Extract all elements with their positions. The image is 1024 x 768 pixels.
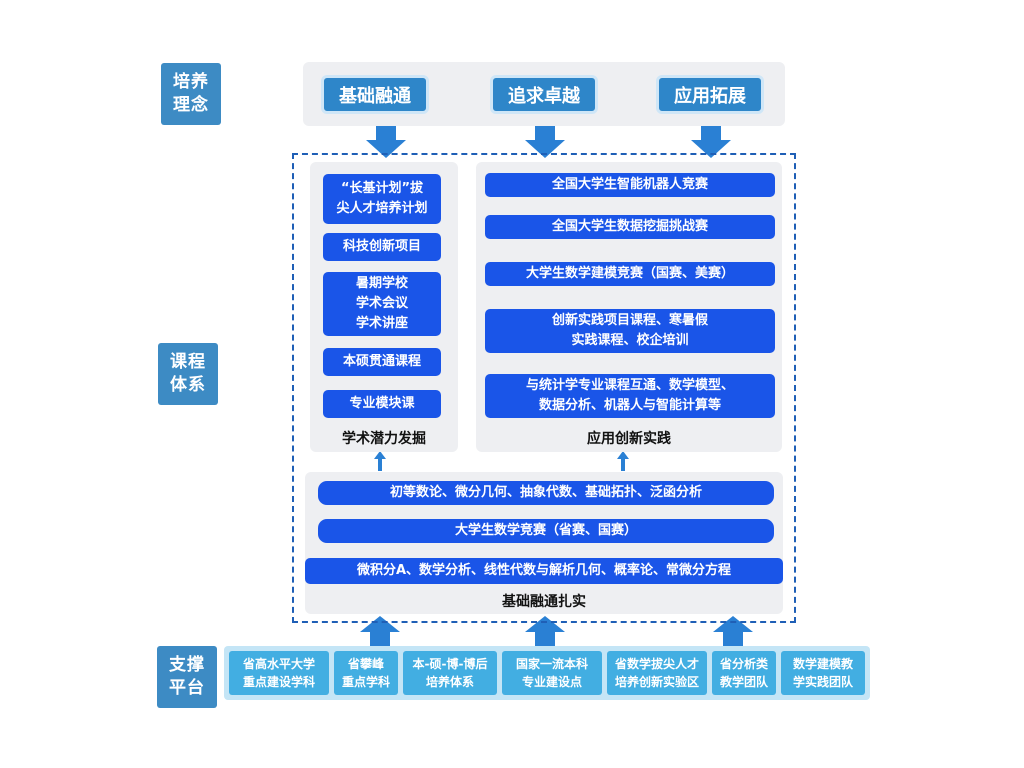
category-support: 支撑 平台: [157, 646, 217, 708]
philosophy-item-foundation: 基础融通: [321, 75, 429, 114]
foundation-caption: 基础融通扎实: [502, 594, 586, 610]
support-item: 省分析类 教学团队: [712, 651, 776, 695]
category-curriculum-label: 课程 体系: [170, 352, 206, 395]
academic-item: 科技创新项目: [323, 233, 441, 261]
support-item: 本-硕-博-博后 培养体系: [403, 651, 497, 695]
applied-item: 全国大学生数据挖掘挑战赛: [485, 215, 775, 239]
philosophy-label: 应用拓展: [674, 85, 746, 107]
category-philosophy: 培养 理念: [161, 63, 221, 125]
category-philosophy-label: 培养 理念: [173, 72, 209, 115]
category-support-label: 支撑 平台: [169, 655, 205, 698]
applied-item: 全国大学生智能机器人竞赛: [485, 173, 775, 197]
philosophy-label: 基础融通: [339, 85, 411, 107]
philosophy-item-excellence: 追求卓越: [490, 75, 598, 114]
academic-item: 暑期学校 学术会议 学术讲座: [323, 272, 441, 336]
support-item: 省高水平大学 重点建设学科: [229, 651, 329, 695]
applied-item: 与统计学专业课程互通、数学模型、 数据分析、机器人与智能计算等: [485, 374, 775, 418]
philosophy-item-application: 应用拓展: [656, 75, 764, 114]
foundation-item: 初等数论、微分几何、抽象代数、基础拓扑、泛函分析: [318, 481, 774, 505]
applied-item: 创新实践项目课程、寒暑假 实践课程、校企培训: [485, 309, 775, 353]
support-item: 数学建模教 学实践团队: [781, 651, 865, 695]
applied-caption: 应用创新实践: [587, 431, 671, 447]
applied-item: 大学生数学建模竞赛（国赛、美赛）: [485, 262, 775, 286]
support-item: 省攀峰 重点学科: [334, 651, 398, 695]
academic-item: “长基计划”拔 尖人才培养计划: [323, 174, 441, 224]
academic-caption: 学术潜力发掘: [342, 431, 426, 447]
curriculum-frame: [292, 153, 796, 623]
support-item: 国家一流本科 专业建设点: [502, 651, 602, 695]
academic-item: 本硕贯通课程: [323, 348, 441, 376]
foundation-item: 微积分A、数学分析、线性代数与解析几何、概率论、常微分方程: [305, 558, 783, 584]
category-curriculum: 课程 体系: [158, 343, 218, 405]
academic-item: 专业模块课: [323, 390, 441, 418]
philosophy-label: 追求卓越: [508, 85, 580, 107]
support-item: 省数学拔尖人才 培养创新实验区: [607, 651, 707, 695]
foundation-item: 大学生数学竞赛（省赛、国赛）: [318, 519, 774, 543]
